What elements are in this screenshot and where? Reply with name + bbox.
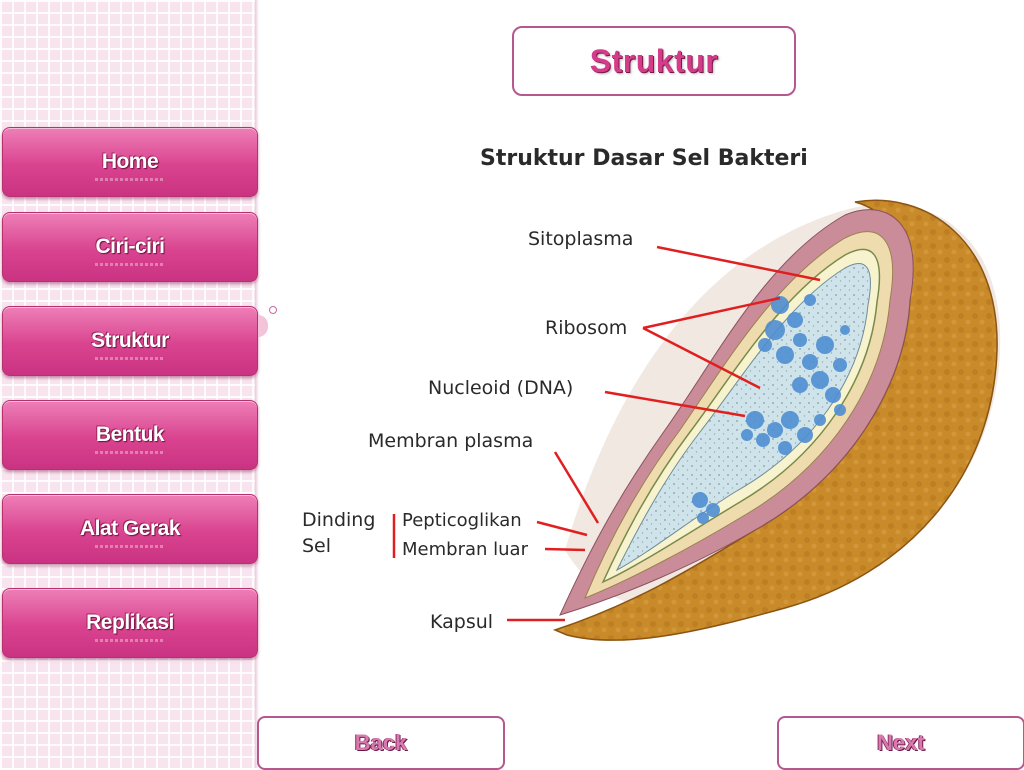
label-sel: Sel xyxy=(302,535,331,557)
label-nucleoid: Nucleoid (DNA) xyxy=(428,377,573,399)
nav-alat-gerak-button[interactable]: Alat Gerak xyxy=(2,494,258,564)
nav-bentuk-button[interactable]: Bentuk xyxy=(2,400,258,470)
label-ribosom: Ribosom xyxy=(545,317,627,339)
nav-ciri-ciri-button[interactable]: Ciri-ciri xyxy=(2,212,258,282)
next-button[interactable]: Next xyxy=(777,716,1024,770)
label-membran-plasma: Membran plasma xyxy=(368,430,533,452)
label-kapsul: Kapsul xyxy=(430,611,493,633)
nav-home-button[interactable]: Home xyxy=(2,127,258,197)
bacteria-cell-diagram: Struktur Dasar Sel Bakteri Sitoplasma Ri… xyxy=(302,146,1001,641)
next-button-label: Next xyxy=(877,730,925,755)
label-pepticoglikan: Pepticoglikan xyxy=(402,510,522,531)
nav-replikasi-button[interactable]: Replikasi xyxy=(2,588,258,658)
label-dinding: Dinding xyxy=(302,509,375,531)
page-title-box: Struktur xyxy=(512,26,796,96)
decorative-half-circle xyxy=(258,315,268,337)
back-button-label: Back xyxy=(354,730,408,755)
nav-replikasi-subtext xyxy=(95,639,165,642)
nav-bentuk-label: Bentuk xyxy=(95,423,165,446)
nav-alat-gerak-subtext xyxy=(95,545,165,548)
ribosome-cluster xyxy=(692,294,850,524)
nav-struktur-label: Struktur xyxy=(91,329,169,352)
nav-alat-gerak-label: Alat Gerak xyxy=(79,517,181,540)
nav-bentuk-subtext xyxy=(95,451,165,454)
nav-home-label: Home xyxy=(101,150,159,173)
nav-ciri-ciri-label: Ciri-ciri xyxy=(95,235,165,258)
nav-ciri-ciri-subtext xyxy=(95,263,165,266)
nav-replikasi-label: Replikasi xyxy=(86,611,174,634)
nav-struktur-subtext xyxy=(95,357,165,360)
nav-home-subtext xyxy=(95,178,165,181)
label-membran-luar: Membran luar xyxy=(402,539,529,560)
pointer-lines xyxy=(392,245,821,622)
nav-struktur-button[interactable]: Struktur xyxy=(2,306,258,376)
back-button[interactable]: Back xyxy=(257,716,505,770)
decorative-dot xyxy=(269,306,277,314)
page-title: Struktur xyxy=(589,42,719,79)
side-panel-edge xyxy=(255,0,259,768)
diagram-heading: Struktur Dasar Sel Bakteri xyxy=(480,146,808,171)
label-sitoplasma: Sitoplasma xyxy=(528,228,633,250)
